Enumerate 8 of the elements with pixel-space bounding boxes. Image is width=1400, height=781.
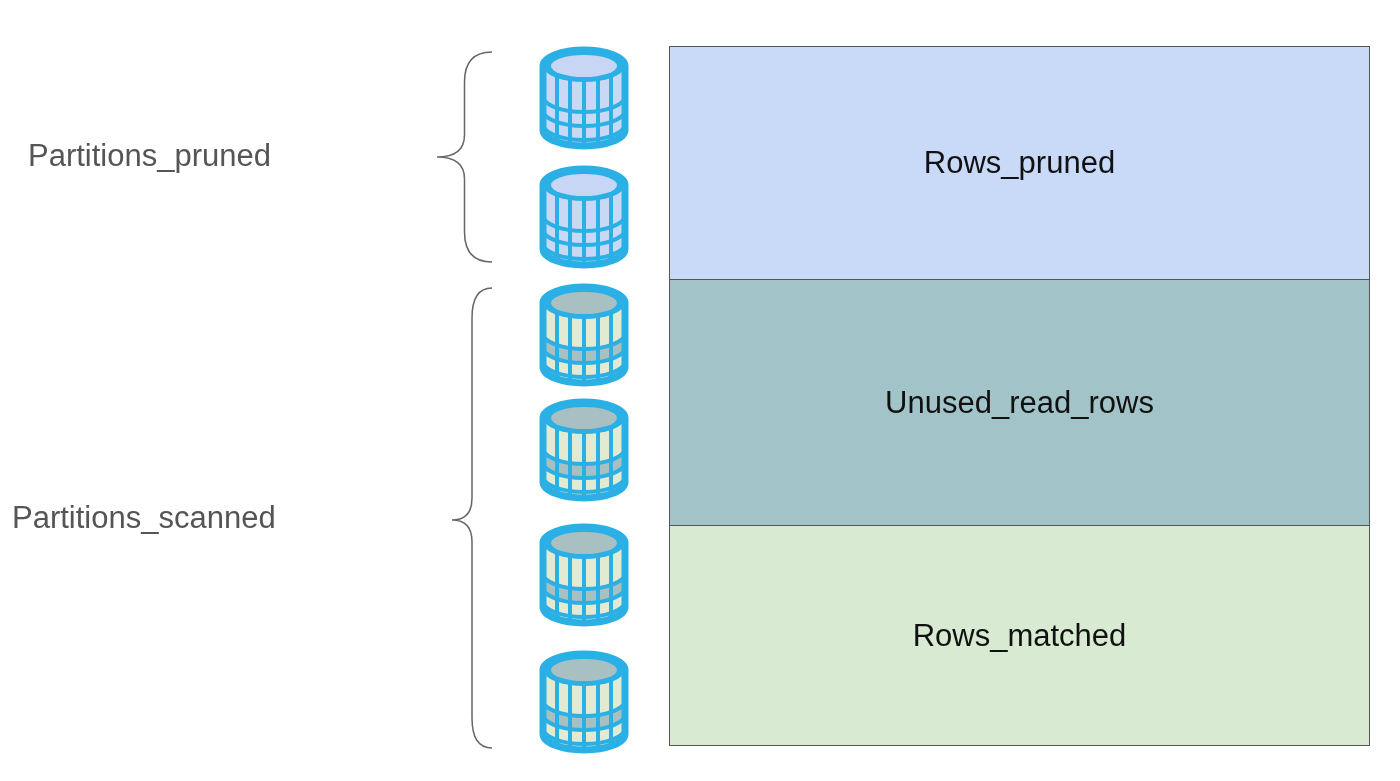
layer-box <box>669 279 1370 526</box>
box-label: Unused_read_rows <box>885 384 1154 421</box>
box-label: Rows_pruned <box>923 145 1116 181</box>
group-label: Partitions_pruned <box>28 138 271 174</box>
layer-box <box>669 46 1370 280</box>
group-label: Partitions_scanned <box>12 500 276 536</box>
box-label: Rows_matched <box>912 617 1127 654</box>
layer-box <box>669 525 1370 746</box>
